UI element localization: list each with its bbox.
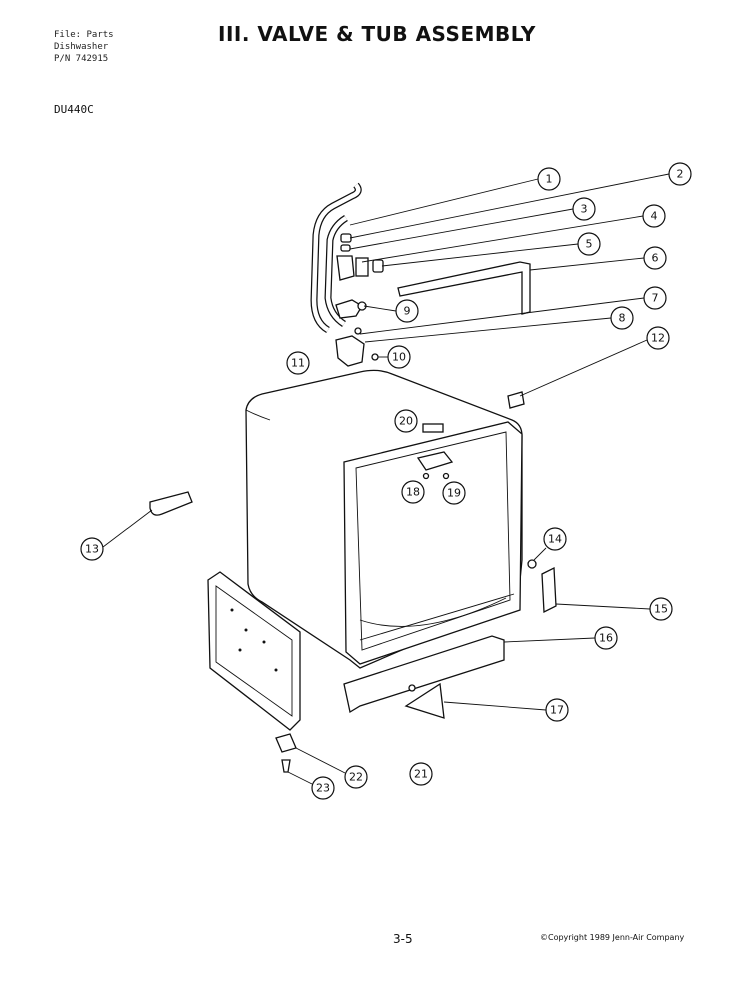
- callout-8: 8: [610, 306, 634, 330]
- side-panel: [207, 571, 301, 731]
- page-title: III. VALVE & TUB ASSEMBLY: [218, 22, 536, 46]
- inlet-hose: [310, 182, 362, 334]
- callout-20: 20: [394, 409, 418, 433]
- callout-15: 15: [649, 597, 673, 621]
- leader-lines: [102, 173, 670, 785]
- callout-7: 7: [643, 286, 667, 310]
- callout-13: 13: [80, 537, 104, 561]
- svg-text:20: 20: [399, 415, 413, 428]
- svg-text:2: 2: [677, 168, 684, 181]
- part-number-line: P/N 742915: [54, 54, 109, 64]
- callout-1: 1: [537, 167, 561, 191]
- callout-18: 18: [401, 480, 425, 504]
- tub: [245, 369, 523, 669]
- svg-text:9: 9: [404, 305, 411, 318]
- mounting-bracket: [397, 261, 531, 315]
- callout-23: 23: [311, 776, 335, 800]
- callout-12: 12: [646, 326, 670, 350]
- side-bracket: [149, 491, 193, 516]
- svg-text:5: 5: [586, 238, 593, 251]
- svg-text:22: 22: [349, 771, 363, 784]
- callout-3: 3: [572, 197, 596, 221]
- file-info: File: Parts Dishwasher P/N 742915: [54, 29, 114, 65]
- nut: [527, 559, 537, 569]
- svg-text:1: 1: [546, 173, 553, 186]
- callout-11: 11: [286, 351, 310, 375]
- clip-bracket: [507, 391, 525, 409]
- svg-text:8: 8: [619, 312, 626, 325]
- callout-10: 10: [387, 345, 411, 369]
- callout-5: 5: [577, 232, 601, 256]
- hose-clamps: [336, 233, 384, 281]
- leveling-bracket: [404, 682, 445, 719]
- svg-text:17: 17: [550, 704, 564, 717]
- svg-text:4: 4: [651, 210, 658, 223]
- svg-text:13: 13: [85, 543, 99, 556]
- water-valve: [335, 299, 379, 367]
- svg-text:6: 6: [652, 252, 659, 265]
- leg-bracket: [275, 733, 297, 753]
- svg-text:19: 19: [447, 487, 461, 500]
- callout-19: 19: [442, 481, 466, 505]
- svg-text:10: 10: [392, 351, 406, 364]
- svg-text:3: 3: [581, 203, 588, 216]
- callout-14: 14: [543, 527, 567, 551]
- svg-text:18: 18: [406, 486, 420, 499]
- callout-9: 9: [395, 299, 419, 323]
- file-type-line: Dishwasher: [54, 42, 109, 52]
- bottom-rail: [343, 635, 505, 714]
- leveling-screw: [281, 759, 291, 773]
- callout-21: 21: [409, 762, 433, 786]
- model-number: DU440C: [54, 103, 94, 116]
- side-mount-plate: [541, 566, 557, 614]
- copyright-notice: ©Copyright 1989 Jenn-Air Company: [540, 933, 685, 942]
- callout-22: 22: [344, 765, 368, 789]
- callout-2: 2: [668, 162, 692, 186]
- svg-text:7: 7: [652, 292, 659, 305]
- file-line: File: Parts: [54, 30, 114, 40]
- svg-text:23: 23: [316, 782, 330, 795]
- svg-text:16: 16: [599, 632, 613, 645]
- callout-6: 6: [643, 246, 667, 270]
- svg-text:11: 11: [291, 357, 305, 370]
- callout-4: 4: [642, 204, 666, 228]
- svg-text:12: 12: [651, 332, 665, 345]
- svg-text:14: 14: [548, 533, 562, 546]
- page-number: 3-5: [393, 932, 413, 946]
- svg-text:21: 21: [414, 768, 428, 781]
- callout-16: 16: [594, 626, 618, 650]
- svg-text:15: 15: [654, 603, 668, 616]
- callout-17: 17: [545, 698, 569, 722]
